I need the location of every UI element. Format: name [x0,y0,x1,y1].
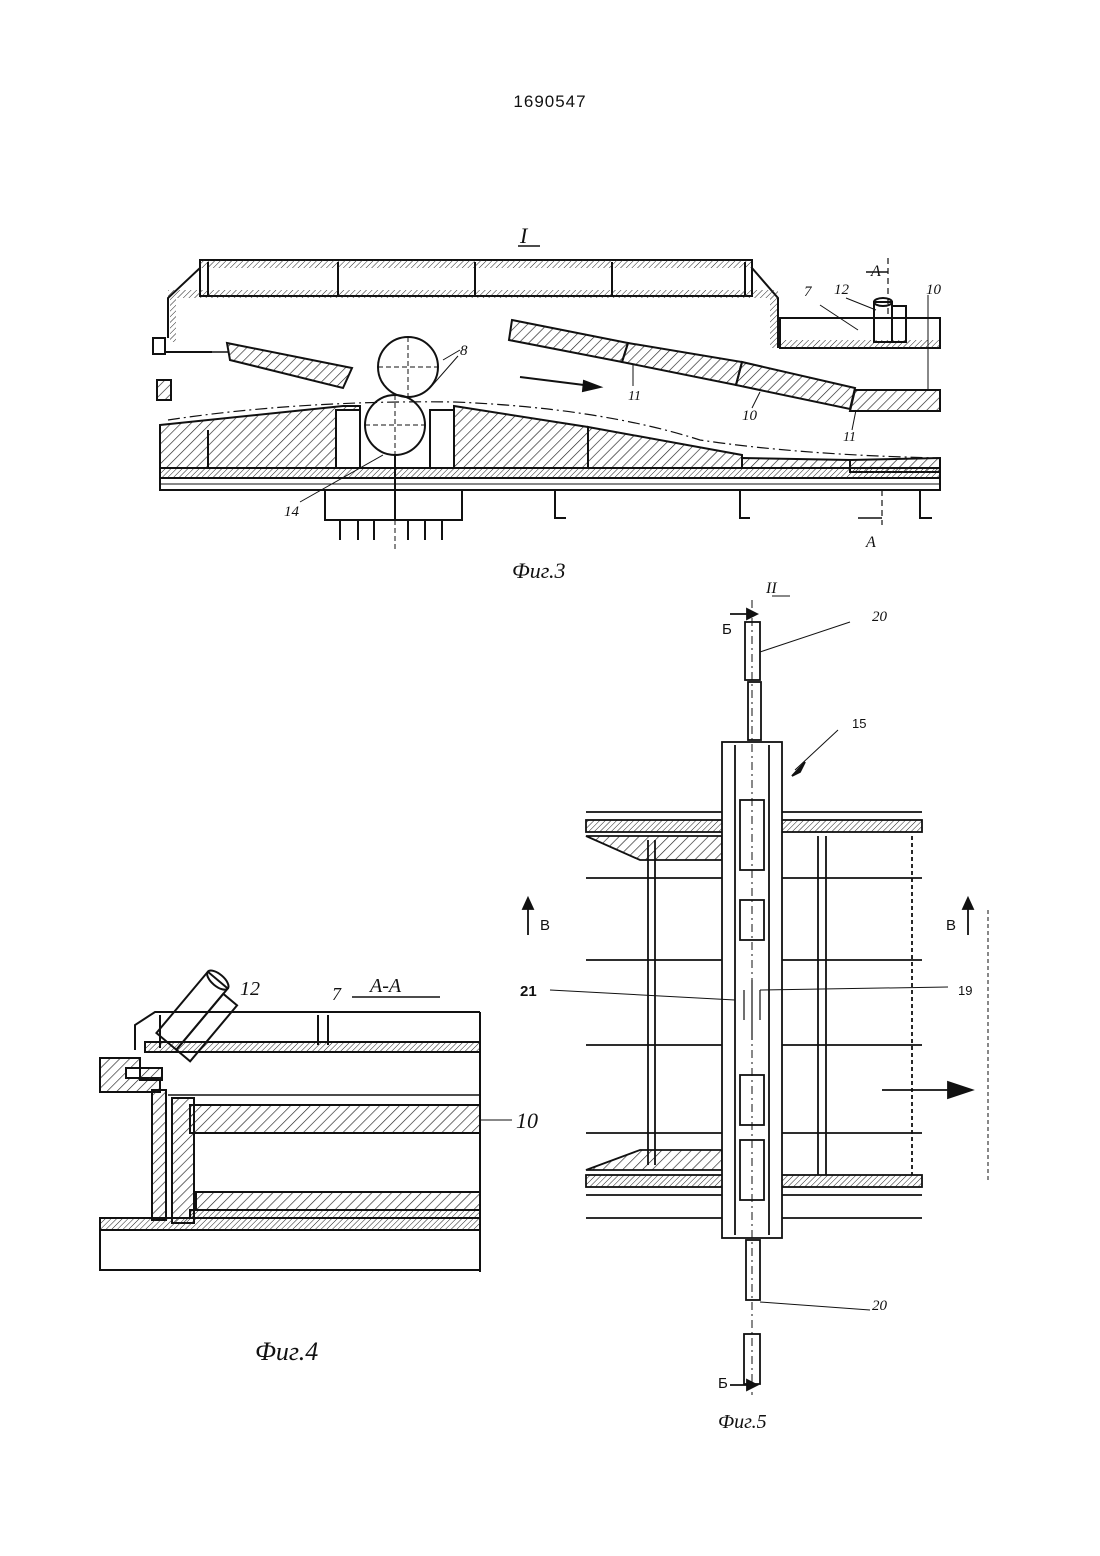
label-12: 12 [834,282,850,298]
label-20-top: 20 [872,609,888,625]
section-b-top: Б [722,621,732,638]
label-10-mid: 10 [742,408,758,424]
hood-outline [168,260,778,348]
section-v-left: В [540,917,550,934]
label-10: 10 [516,1108,538,1133]
figure-3: I A A 7 12 10 8 11 10 11 14 Фиг.3 [153,223,942,583]
lower-bed-2 [454,406,588,468]
section-v-right: В [946,917,956,934]
label-14: 14 [284,504,300,520]
lower-bed-1 [160,406,360,468]
figure-5: II Б Б В В 20 15 21 19 20 Фиг.5 [520,580,988,1433]
figure-4: A-A 12 7 10 Фиг.4 [100,967,538,1366]
section-title-a-a: A-A [368,975,402,997]
caption-fig3: Фиг.3 [512,558,566,583]
view-mark-I: I [519,223,529,248]
block-10-upper [190,1105,480,1133]
upper-block-4 [736,362,855,409]
label-20-bottom: 20 [872,1298,888,1314]
label-11-right: 11 [843,430,856,445]
label-21: 21 [520,983,537,1000]
lower-bed-3 [588,427,742,468]
label-8: 8 [460,343,468,359]
section-mark-a-bottom: A [865,534,876,551]
section-b-bottom: Б [718,1375,728,1392]
upper-block-3 [622,343,742,385]
upper-block-2 [509,320,628,362]
upper-block-5 [850,390,940,411]
label-12: 12 [240,978,260,1000]
label-15: 15 [852,716,866,731]
upper-block-1 [227,343,352,388]
pipe-12 [874,302,892,342]
view-mark-II: II [765,580,777,597]
caption-fig5: Фиг.5 [718,1411,767,1433]
block-10-lower [196,1192,480,1210]
label-7: 7 [332,984,342,1004]
label-11-left: 11 [628,389,641,404]
label-10-top: 10 [926,282,942,298]
label-19: 19 [958,983,972,998]
section-mark-a-top: A [870,263,881,280]
label-7: 7 [804,284,813,300]
caption-fig4: Фиг.4 [255,1337,318,1366]
